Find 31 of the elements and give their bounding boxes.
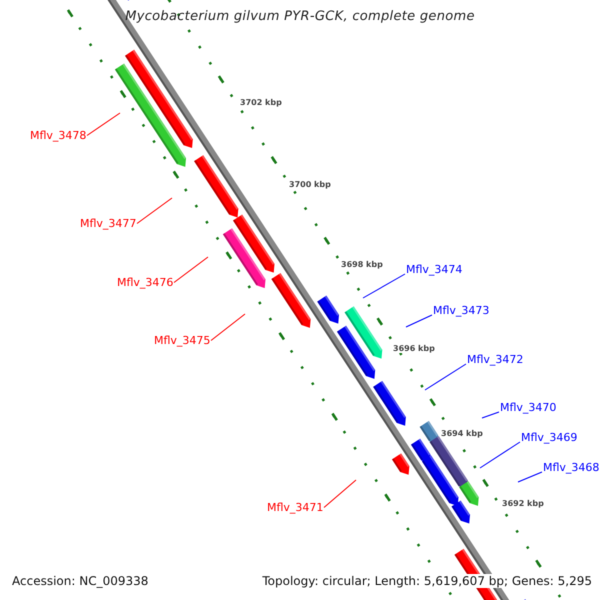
- gene-label: Mflv_3471: [267, 501, 324, 514]
- info-text: Accession: NC_009338: [10, 574, 150, 588]
- leader-line: [136, 198, 172, 224]
- scale-label: 3698 kbp: [341, 260, 383, 269]
- gene-label: Mflv_3477: [80, 217, 136, 230]
- leader-line: [424, 364, 466, 390]
- leader-line: [406, 314, 432, 328]
- gene-label: Mflv_3469: [521, 431, 578, 444]
- leader-line: [518, 472, 542, 482]
- leader-line: [86, 112, 120, 136]
- leader-line: [362, 274, 406, 298]
- gene-label: Mflv_3475: [154, 334, 210, 347]
- leader-line: [174, 256, 208, 283]
- leader-line: [324, 480, 356, 508]
- gene-label: Mflv_3474: [406, 263, 462, 276]
- gene-label: Mflv_3468: [543, 461, 600, 474]
- scale-label: 3692 kbp: [502, 499, 544, 508]
- scale-label: 3702 kbp: [240, 98, 282, 107]
- scale-label: 3696 kbp: [393, 344, 435, 353]
- leader-line: [482, 412, 500, 418]
- gene-label: Mflv_3473: [433, 304, 490, 317]
- leader-line: [480, 442, 520, 468]
- info-text: Topology: circular; Length: 5,619,607 bp; Genes: 5,295: [260, 574, 594, 588]
- gene-label: Mflv_3470: [500, 401, 556, 414]
- scale-label: 3700 kbp: [289, 180, 331, 189]
- gene-label: Mflv_3476: [117, 276, 174, 289]
- gene-label: Mflv_3472: [467, 353, 524, 366]
- gene-label: Mflv_3478: [30, 129, 86, 142]
- scale-label: 3694 kbp: [441, 429, 483, 438]
- title: Mycobacterium gilvum PYR-GCK, complete genome: [124, 9, 476, 24]
- leader-line: [210, 314, 246, 341]
